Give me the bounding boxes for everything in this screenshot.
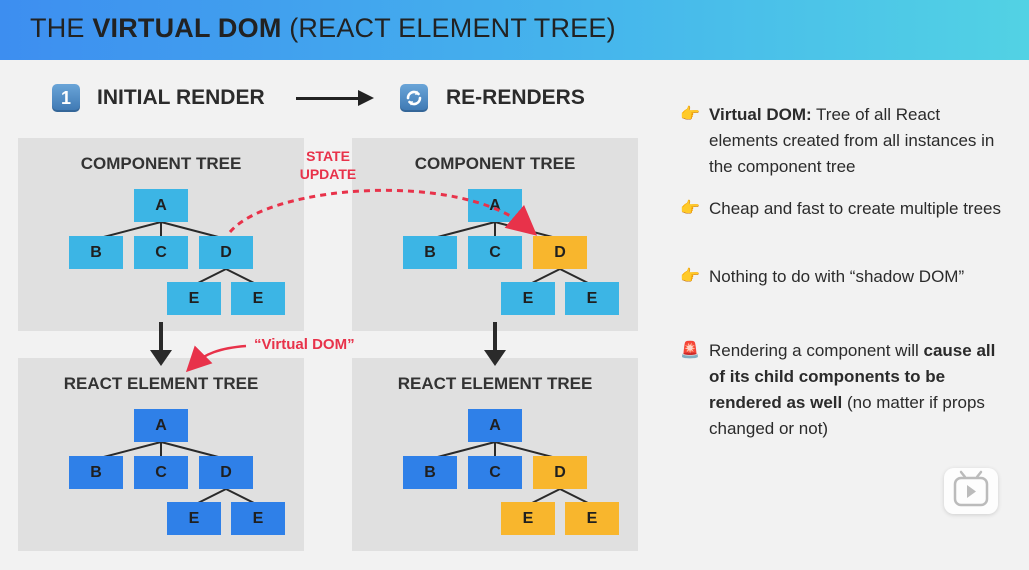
slide-title: THE VIRTUAL DOM (REACT ELEMENT TREE) [30, 10, 616, 46]
tree-node-a: A [468, 409, 522, 442]
bullet-text: Cheap and fast to create multiple trees [709, 199, 1001, 218]
refresh-icon [400, 84, 428, 112]
panel-title: REACT ELEMENT TREE [63, 374, 259, 393]
tree-node-e: E [231, 502, 285, 535]
pointing-hand-icon: 👉 [680, 268, 700, 285]
bullet-text: (no matter if props changed or not) [709, 393, 985, 438]
title-bold: VIRTUAL DOM [92, 13, 282, 43]
tree-node-e: E [167, 282, 221, 315]
bullet-text: Nothing to do with “shadow DOM” [709, 267, 965, 286]
tree-node-a: A [134, 189, 188, 222]
pointing-hand-icon: 👉 [680, 200, 700, 217]
siren-icon: 🚨 [680, 342, 700, 359]
state-update-label: STATE UPDATE [299, 148, 357, 182]
down-arrow-icon [484, 322, 506, 366]
rerender-element-tree-panel: REACT ELEMENT TREE A B C D E E [352, 358, 638, 551]
initial-render-label: INITIAL RENDER [97, 86, 265, 109]
tree-node-c: C [468, 236, 522, 269]
rerender-component-tree-panel: COMPONENT TREE A B C D E E [352, 138, 638, 331]
tree-node-e: E [501, 282, 555, 315]
tree-node-c: C [134, 236, 188, 269]
title-suffix: (REACT ELEMENT TREE) [281, 13, 616, 43]
title-prefix: THE [30, 13, 93, 43]
initial-component-tree-panel: COMPONENT TREE A B C D E E [18, 138, 304, 331]
bullet-text: Rendering a component will [709, 341, 924, 360]
tree-node-d: D [199, 456, 253, 489]
tree-node-c: C [468, 456, 522, 489]
virtual-dom-label: “Virtual DOM” [254, 336, 355, 353]
tree-node-d-updated: D [533, 236, 587, 269]
down-arrow-icon [150, 322, 172, 366]
panel-title: REACT ELEMENT TREE [397, 374, 593, 393]
panel-title: COMPONENT TREE [414, 154, 576, 173]
tree-node-b: B [69, 456, 123, 489]
tree-node-a: A [134, 409, 188, 442]
play-icon [953, 470, 989, 507]
right-arrow-icon [296, 90, 374, 106]
bullet-text: Tree of all React elements created from … [709, 105, 995, 176]
bullet-bold: cause all of its child components to be … [709, 341, 996, 412]
bullet-bold: Virtual DOM: [709, 105, 812, 124]
tree-node-b: B [403, 236, 457, 269]
pointing-hand-icon: 👉 [680, 106, 700, 123]
panel-title: COMPONENT TREE [80, 154, 242, 173]
tree-node-b: B [69, 236, 123, 269]
tree-node-e-rerendered: E [501, 502, 555, 535]
tree-node-e: E [565, 282, 619, 315]
tree-node-c: C [134, 456, 188, 489]
tree-node-b: B [403, 456, 457, 489]
tree-node-e: E [167, 502, 221, 535]
number-one-icon: 1 [52, 84, 80, 112]
slide-header: THE VIRTUAL DOM (REACT ELEMENT TREE) [0, 0, 1029, 60]
tree-node-e: E [231, 282, 285, 315]
tree-node-d: D [199, 236, 253, 269]
re-renders-label: RE-RENDERS [446, 86, 585, 109]
initial-element-tree-panel: REACT ELEMENT TREE A B C D E E [18, 358, 304, 551]
tree-node-e-rerendered: E [565, 502, 619, 535]
tree-node-d-rerendered: D [533, 456, 587, 489]
play-button[interactable] [944, 468, 998, 514]
